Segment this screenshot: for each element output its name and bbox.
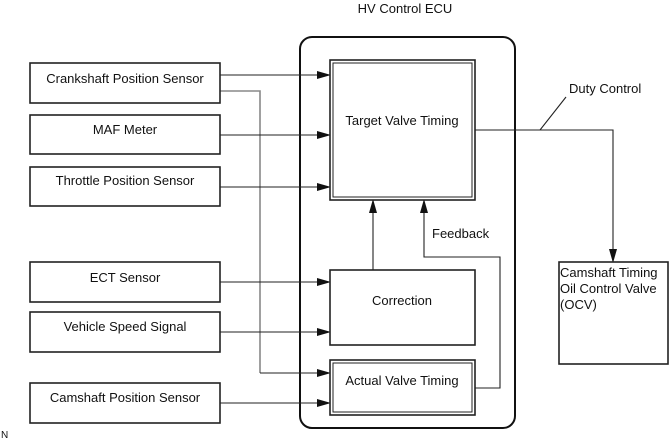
duty-control-label: Duty Control	[569, 81, 641, 96]
ocv-line-2: Oil Control Valve	[560, 281, 657, 296]
block-label: Correction	[372, 293, 432, 308]
feedback-label: Feedback	[432, 226, 490, 241]
ecu-boundary	[299, 36, 516, 429]
block-correction: Correction	[329, 269, 476, 346]
input-camshaft-sensor: Camshaft Position Sensor	[29, 382, 221, 424]
input-label: Camshaft Position Sensor	[50, 390, 201, 405]
ocv-line-3: (OCV)	[560, 297, 597, 312]
output-ocv: Camshaft Timing Oil Control Valve (OCV)	[558, 261, 669, 365]
input-label: Crankshaft Position Sensor	[46, 71, 204, 86]
input-ect-sensor: ECT Sensor	[29, 261, 221, 303]
block-actual-valve-timing: Actual Valve Timing	[329, 359, 476, 416]
block-target-valve-timing: Target Valve Timing	[329, 59, 476, 201]
ocv-line-1: Camshaft Timing	[560, 265, 658, 280]
block-label: Actual Valve Timing	[345, 373, 458, 388]
corner-mark: N	[1, 430, 8, 441]
wire-feedback	[420, 199, 501, 389]
input-crankshaft-sensor: Crankshaft Position Sensor	[29, 62, 221, 104]
block-label: Target Valve Timing	[345, 113, 458, 128]
ecu-title: HV Control ECU	[358, 1, 453, 16]
input-label: ECT Sensor	[90, 270, 161, 285]
input-throttle-sensor: Throttle Position Sensor	[29, 166, 221, 207]
wire-crankshaft-vertical	[220, 90, 261, 373]
wire-duty-control	[475, 129, 617, 263]
input-vehicle-speed: Vehicle Speed Signal	[29, 311, 221, 353]
input-maf-meter: MAF Meter	[29, 114, 221, 155]
input-label: Vehicle Speed Signal	[64, 319, 187, 334]
duty-control-leader	[539, 96, 567, 131]
input-label: Throttle Position Sensor	[56, 173, 195, 188]
input-label: MAF Meter	[93, 122, 158, 137]
